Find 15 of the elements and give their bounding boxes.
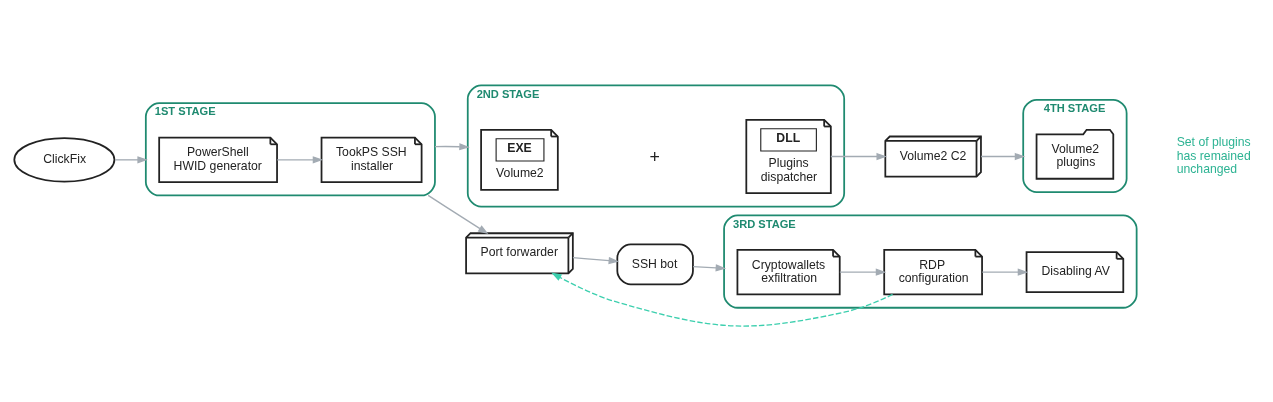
arrow	[572, 256, 620, 264]
arrow	[830, 152, 887, 160]
node-ellipse: ClickFix	[13, 136, 116, 183]
arrow	[980, 152, 1026, 160]
label: +	[649, 146, 660, 167]
node-box: SSH bot	[616, 242, 694, 285]
arrow	[114, 155, 148, 163]
arrow	[692, 263, 727, 272]
arrow	[276, 155, 324, 163]
arrow	[981, 268, 1029, 276]
arrow	[551, 271, 894, 327]
label: Set of plugins has remained unchanged	[1176, 134, 1251, 176]
arrow	[434, 142, 470, 150]
arrow	[839, 268, 887, 276]
arrow	[427, 194, 489, 234]
